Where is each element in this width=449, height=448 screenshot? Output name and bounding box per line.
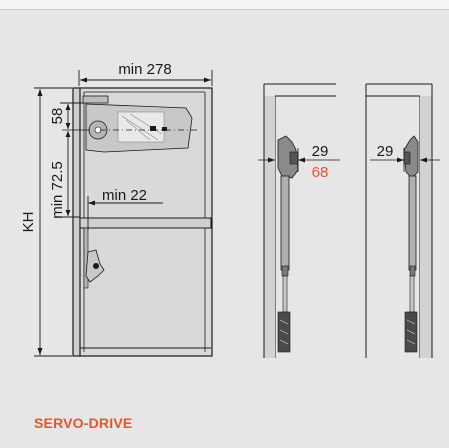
dim-kh-label: KH <box>20 212 37 233</box>
cabinet-front-view <box>62 87 213 357</box>
dim-side-29-b-label: 29 <box>377 143 394 160</box>
dim-side-68-label: 68 <box>312 164 329 181</box>
dimension-lines-front <box>34 70 213 357</box>
side-view-left <box>258 83 340 358</box>
dim-min-72-5-label: min 72.5 <box>49 161 66 219</box>
dim-min-width-label: min 278 <box>118 61 171 78</box>
side-view-right <box>365 83 440 358</box>
cabinet-shelf <box>79 217 212 229</box>
cabinet-side-panel <box>72 87 81 357</box>
top-strip <box>0 0 449 10</box>
dim-side-29-a-label: 29 <box>312 143 329 160</box>
servo-unit-lower <box>83 227 105 289</box>
product-name: SERVO-DRIVE <box>34 415 133 431</box>
lift-mechanism <box>62 95 200 153</box>
dim-min-22-label: min 22 <box>102 187 147 204</box>
dim-58-label: 58 <box>49 108 66 125</box>
